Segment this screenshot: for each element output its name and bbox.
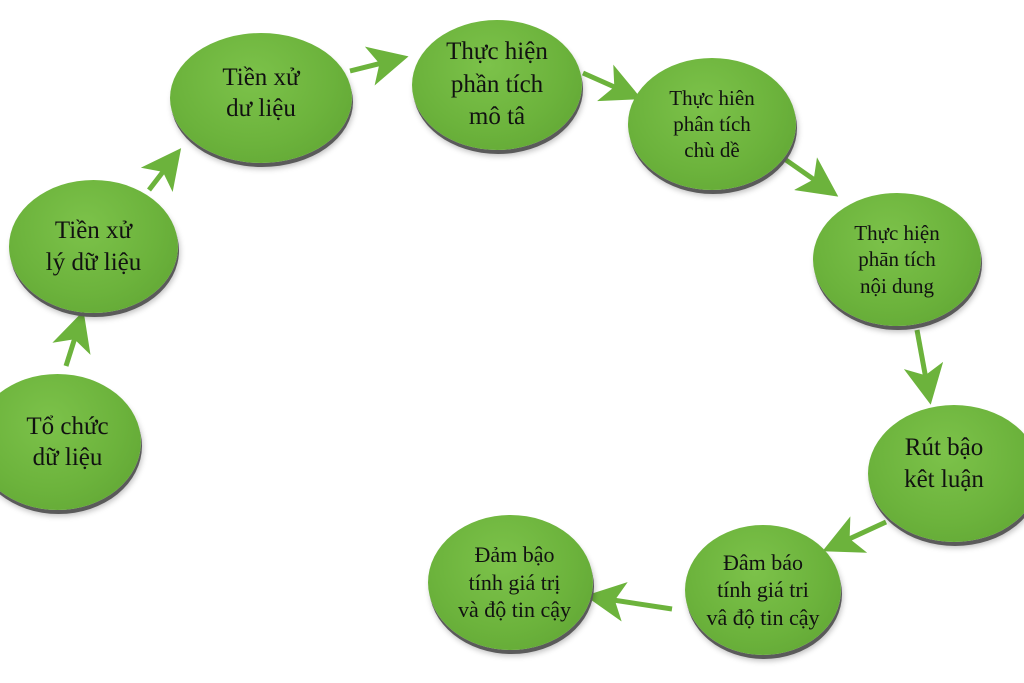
node-label-line: lý dữ liệu	[45, 248, 142, 276]
node-label-line: nội dung	[859, 273, 935, 298]
node-label-line: Thực hiện	[446, 38, 548, 66]
node-thuc-hien-phan-tich-chu-de: Thực hiên phân tích chù dề	[628, 58, 796, 190]
node-label-line: kêt luận	[904, 465, 984, 493]
node-label-line: dữ liệu	[32, 444, 103, 471]
node-label-line: Tổ chức	[26, 412, 109, 440]
node-dam-bao-tinh-gia-tri-2: Đảm bậo tính giá trị và độ tin cậy	[428, 515, 593, 650]
node-label-line: tính giá trị	[468, 569, 561, 595]
node-rut-bao-ket-luan: Rút bậo kêt luận	[868, 405, 1024, 542]
arrow-n4-n5	[581, 64, 642, 102]
node-label-line: và độ tin cậy	[457, 597, 572, 623]
node-label-line: dư liệu	[226, 95, 296, 122]
arrow-n6-n7	[903, 329, 944, 405]
node-label-line: mô tâ	[468, 103, 526, 131]
arrow-n7-n8	[822, 516, 888, 553]
node-label-line: tính giá tri	[717, 577, 809, 603]
arrow-n3-n4	[349, 46, 409, 86]
node-label-line: chù dề	[684, 138, 740, 163]
node-label-line: Thực hiên	[669, 85, 755, 110]
node-to-chuc-du-lieu: Tổ chức dữ liệu	[0, 374, 141, 510]
node-label-line: Tiền xử	[222, 63, 300, 91]
node-label-line: vâ độ tin cậy	[706, 604, 820, 630]
arrow-n2-n3	[140, 148, 182, 193]
node-label-line: phân tích	[673, 111, 751, 136]
node-dam-bao-tinh-gia-tri-1: Đâm báo tính giá tri vâ độ tin cậy	[685, 525, 841, 655]
node-label-line: Đâm báo	[722, 549, 804, 575]
node-label-line: phần tích	[450, 70, 544, 98]
node-label-line: Đảm bậo	[474, 542, 555, 568]
node-label-line: phān tích	[858, 247, 936, 272]
node-tien-xu-ly-du-lieu: Tiền xử lý dữ liệu	[9, 180, 178, 313]
node-thuc-hien-phan-tich-mo-ta: Thực hiện phần tích mô tâ	[412, 20, 582, 150]
arrow-n8-n9	[585, 582, 673, 622]
arrow-n1-n2	[52, 310, 91, 367]
arrow-n5-n6	[784, 157, 839, 197]
node-thuc-hien-phan-tich-noi-dung: Thực hiện phān tích nội dung	[813, 193, 981, 326]
node-tien-xu-du-lieu: Tiền xử dư liệu	[170, 33, 352, 163]
node-label-line: Thực hiện	[854, 221, 940, 246]
node-label-line: Tiền xử	[54, 217, 133, 245]
node-label-line: Rút bậo	[904, 434, 984, 462]
